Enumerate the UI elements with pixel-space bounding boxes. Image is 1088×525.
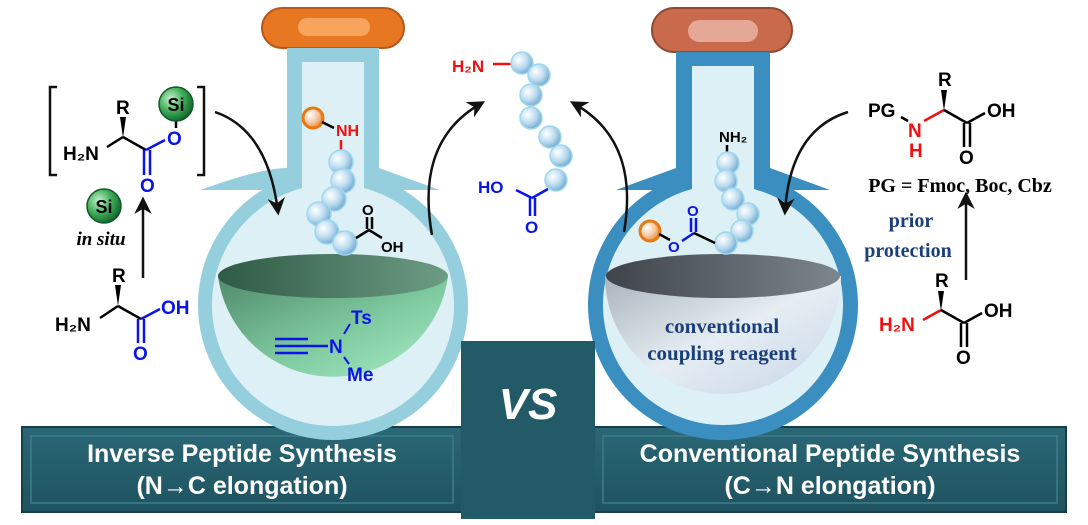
ester-o-label: O [167, 129, 182, 150]
ynamide-me: Me [347, 365, 373, 386]
prior-protection-line2: protection [864, 240, 951, 262]
ynamide-reagent: N Ts Me [275, 308, 373, 386]
o-label: O [133, 344, 148, 365]
right-flask [588, 7, 858, 440]
ynamide-n: N [329, 337, 343, 358]
arrow-protected-aa-to-right-flask [777, 110, 849, 216]
resin-bead [638, 219, 662, 243]
carbonyl-o-label: O [362, 202, 374, 219]
ester-o-label: O [668, 239, 680, 256]
arrow-right-flask-to-product [569, 101, 629, 233]
oh-label: OH [987, 101, 1016, 122]
coupling-reagent-line1: conventional [665, 314, 780, 338]
right-amino-acid-structure: R H₂N OH O [879, 271, 1013, 369]
carbonyl-o-label: O [687, 203, 699, 220]
carbonyl-o-label: O [140, 176, 155, 197]
right-banner-title: Conventional Peptide Synthesis [639, 440, 1021, 468]
r-label: R [935, 271, 949, 292]
right-banner [593, 426, 1067, 513]
oh-label: OH [984, 301, 1013, 322]
oh-label: OH [161, 298, 190, 319]
arrow-silyl-to-left-flask [214, 110, 285, 216]
in-situ-label: in situ [76, 229, 125, 250]
h2n-label: H₂N [55, 315, 91, 336]
si-label: Si [167, 95, 184, 115]
h-label: H [909, 141, 923, 162]
left-banner-title: Inverse Peptide Synthesis [87, 440, 397, 468]
center-peptide-product: H₂N HO O [452, 51, 573, 237]
vs-label: VS [498, 380, 558, 429]
h2n-label: H₂N [879, 315, 915, 336]
arrow-left-flask-to-product [427, 101, 486, 236]
left-flask [198, 7, 468, 440]
r-label: R [112, 266, 126, 287]
si-sphere [158, 86, 194, 122]
coupling-reagent-line2: coupling reagent [647, 341, 797, 365]
product-o: O [525, 218, 538, 237]
nh-label: NH [336, 123, 359, 140]
protected-amino-acid-structure: R PG N H OH O [868, 70, 1016, 169]
o-label: O [959, 148, 974, 169]
left-banner-subtitle: (N→C elongation) [136, 472, 348, 500]
product-h2n: H₂N [452, 57, 484, 76]
r-label: R [938, 70, 952, 91]
pg-definition: PG = Fmoc, Boc, Cbz [868, 175, 1052, 197]
resin-bead [301, 106, 325, 130]
n-label: N [908, 121, 922, 142]
left-banner [21, 426, 463, 513]
oh-label: OH [381, 239, 404, 256]
product-ho: HO [478, 178, 504, 197]
right-flask-peptide-chain: NH₂ O O [638, 129, 760, 256]
right-banner-subtitle: (C→N elongation) [724, 472, 936, 500]
pg-label: PG [868, 101, 895, 122]
h2n-label: H₂N [63, 144, 99, 165]
si-reagent-sphere [86, 188, 122, 224]
prior-protection-line1: prior [889, 210, 934, 232]
left-amino-acid-structure: R H₂N OH O [55, 266, 190, 365]
si-reagent-label: Si [95, 197, 112, 217]
vs-block [461, 341, 595, 519]
r-label: R [116, 98, 130, 119]
silyl-ester-structure: R H₂N O O Si [48, 85, 206, 197]
ynamide-ts: Ts [351, 308, 372, 329]
left-flask-peptide-chain: NH O OH [301, 106, 404, 256]
o-label: O [956, 348, 971, 369]
nh2-label: NH₂ [719, 129, 747, 146]
